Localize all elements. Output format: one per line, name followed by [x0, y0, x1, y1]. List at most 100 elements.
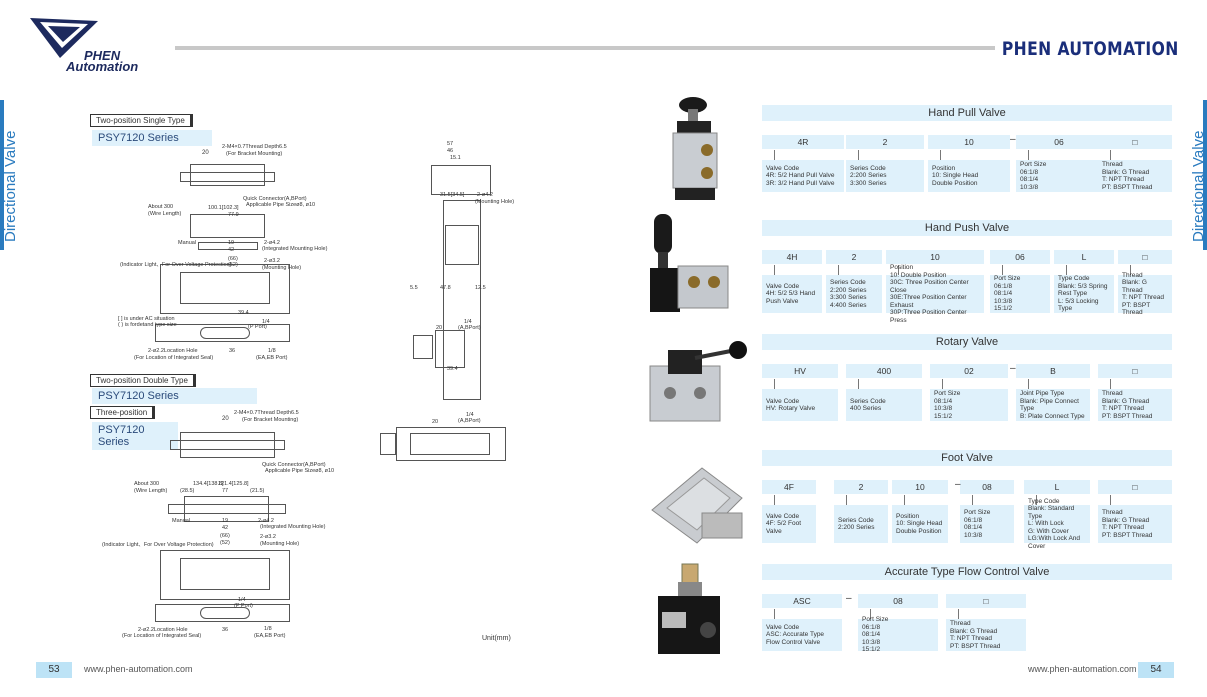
- connector-line: [858, 150, 859, 160]
- left-footer-url[interactable]: www.phen-automation.com: [84, 664, 193, 674]
- connector-line: [846, 495, 847, 505]
- left-side-tab: [0, 100, 4, 250]
- connector-line: [1036, 495, 1037, 505]
- code-description: Position 10: Double Position 30C: Three …: [886, 264, 984, 324]
- dim-label: 20: [222, 416, 229, 422]
- code-segment: B: [1016, 364, 1090, 378]
- code-segment: L: [1024, 480, 1090, 494]
- code-description: Thread Blank: G Thread T: NPT Thread PT:…: [946, 619, 1026, 651]
- dim-label: (Wire Length): [134, 488, 168, 494]
- dim-label: 19: [228, 240, 235, 246]
- code-segment: □: [1098, 480, 1172, 494]
- code-segment: 4R: [762, 135, 844, 149]
- dim-label: (66): [228, 256, 238, 262]
- code-description: Thread Blank: G Thread T: NPT Thread PT:…: [1098, 389, 1172, 421]
- dim-label: 5.5: [410, 285, 418, 291]
- code-segment: 06: [990, 250, 1050, 264]
- code-segment: 2: [826, 250, 882, 264]
- dim-label: (Integrated Mounting Hole): [260, 524, 326, 530]
- code-description: Port Size 06:1/8 08:1/4 10:3/8 15:1/2: [990, 275, 1050, 313]
- dim-label: (52): [228, 262, 238, 268]
- connector-line: [904, 495, 905, 505]
- connector-line: [774, 609, 775, 619]
- dim-label: 20: [202, 150, 209, 156]
- connector-line: [774, 379, 775, 389]
- dim-label: 77.9: [228, 212, 239, 218]
- code-description: Joint Pipe Type Blank: Pipe Connect Type…: [1016, 389, 1090, 421]
- dim-label: (66): [220, 533, 230, 539]
- dim-label: (Mounting Hole): [262, 265, 302, 271]
- right-side-label: Directional Valve: [1190, 130, 1207, 242]
- connector-line: [898, 265, 899, 275]
- connector-line: [1110, 379, 1111, 389]
- dim-label: 2-ø2.2Location Hole: [148, 348, 198, 354]
- right-side-tab: [1203, 100, 1207, 250]
- code-segment: □: [946, 594, 1026, 608]
- code-description: Thread Blank: G Thread T: NPT Thread PT:…: [1098, 505, 1172, 543]
- dim-label: 57: [447, 141, 454, 147]
- right-footer-url[interactable]: www.phen-automation.com: [1028, 664, 1137, 674]
- connector-line: [940, 150, 941, 160]
- code-description: Position 10: Single Head Double Position: [928, 160, 1010, 192]
- dim-label: (EA,EB Port): [254, 633, 286, 639]
- code-description: Valve Code 4H: 5/2 5/3 Hand Push Valve: [762, 275, 822, 313]
- code-description: Port Size 08:1/4 10:3/8 15:1/2: [930, 389, 1008, 421]
- section-title: Hand Push Valve: [762, 220, 1172, 236]
- single-type-label: Two-position Single Type: [90, 114, 193, 127]
- dim-label: 39.4: [238, 310, 249, 316]
- connector-line: [870, 609, 871, 619]
- logo-mark-icon: [30, 18, 98, 58]
- dim-label: (For Location of Integrated Seal): [122, 633, 202, 639]
- hand-pull-valve-image: [672, 97, 718, 200]
- left-page-number: 53: [36, 662, 72, 678]
- logo-line2: Automation: [66, 59, 139, 74]
- dim-label: (Indicator Light、For Over Voltage Protec…: [102, 542, 214, 548]
- connector-line: [972, 495, 973, 505]
- dim-label: 42: [222, 525, 229, 531]
- dim-label: 36: [229, 348, 236, 354]
- code-description: Series Code 2:200 Series 3:300 Series 4:…: [826, 275, 882, 313]
- dim-label: (Indicator Light、For Over Voltage Protec…: [120, 262, 232, 268]
- code-segment: 2: [846, 135, 924, 149]
- dim-label: 39.4: [447, 366, 458, 372]
- dim-label: Applicable Pipe Sizeø8, ø10: [265, 468, 335, 474]
- code-segment: 06: [1016, 135, 1102, 149]
- code-description: Port Size 06:1/8 08:1/4 10:3/8 15:1/2: [858, 616, 938, 653]
- code-segment: 10: [892, 480, 948, 494]
- dim-label: 1/4: [262, 319, 270, 325]
- connector-line: [774, 150, 775, 160]
- code-description: Series Code 2:200 Series 3:300 Series: [846, 160, 924, 192]
- dim-label: (For Bracket Mounting): [226, 151, 283, 157]
- dim-label: 100.1[102.3]: [208, 205, 239, 211]
- dim-label: [ ] is under AC situation: [118, 316, 175, 322]
- code-description: Thread Blank: G Thread T: NPT Thread PT:…: [1098, 160, 1172, 192]
- dim-label: 20: [436, 325, 443, 331]
- dim-label: 2-M4×0.7Thread Depth6.5: [222, 144, 287, 150]
- dim-label: 1/4: [238, 597, 246, 603]
- dim-label: 20: [432, 419, 439, 425]
- code-description: Valve Code HV: Rotary Valve: [762, 389, 838, 421]
- dim-label: (28.5): [180, 488, 195, 494]
- connector-line: [1130, 265, 1131, 275]
- connector-line: [1028, 150, 1029, 160]
- code-description: Valve Code ASC: Accurate Type Flow Contr…: [762, 619, 842, 651]
- connector-line: [1110, 150, 1111, 160]
- dim-label: 2-ø4.2: [258, 518, 274, 524]
- code-separator: –: [955, 479, 961, 490]
- single-series-title: PSY7120 Series: [92, 130, 212, 146]
- code-segment: □: [1098, 135, 1172, 149]
- connector-line: [838, 265, 839, 275]
- code-separator: –: [846, 593, 852, 604]
- flow-control-valve-image: [658, 563, 720, 654]
- dim-label: ( ) is fordetand type size: [118, 322, 177, 328]
- dim-label: 12.5: [475, 285, 486, 291]
- code-description: Port Size 06:1/8 08:1/4 10:3/8: [1016, 160, 1102, 192]
- code-segment: 10: [886, 250, 984, 264]
- code-segment: HV: [762, 364, 838, 378]
- dim-label: 1/4: [464, 319, 472, 325]
- dim-label: (EA,EB Port): [256, 355, 288, 361]
- dim-label: (52): [220, 540, 230, 546]
- dim-label: About 300: [148, 204, 174, 210]
- connector-line: [858, 379, 859, 389]
- hand-push-valve-image: [650, 214, 729, 312]
